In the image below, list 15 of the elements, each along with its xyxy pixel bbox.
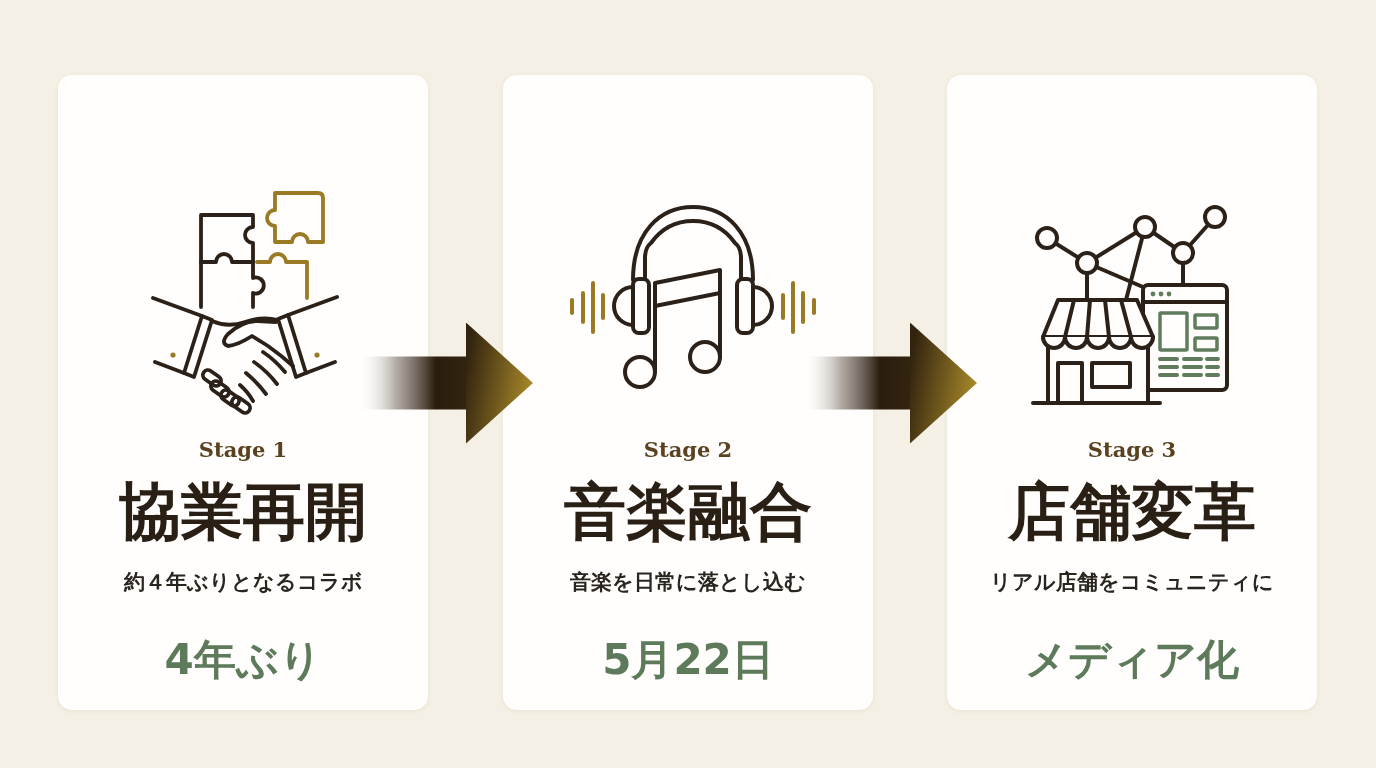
stage-card bbox=[947, 75, 1317, 710]
stage-description: 約４年ぶりとなるコラボ bbox=[123, 569, 363, 595]
key-figure: メディア化 bbox=[1025, 635, 1239, 685]
stage-description: リアル店舗をコミュニティに bbox=[990, 569, 1274, 595]
stage-title: 音楽融合 bbox=[564, 476, 812, 548]
key-figure: 5月22日 bbox=[602, 635, 774, 685]
stage-card bbox=[58, 75, 428, 710]
stage-title: 協業再開 bbox=[119, 476, 367, 548]
stage-label: Stage 2 bbox=[643, 437, 733, 463]
stage-label: Stage 1 bbox=[198, 437, 288, 463]
key-figure: 4年ぶり bbox=[164, 635, 322, 685]
stage-label: Stage 3 bbox=[1087, 437, 1177, 463]
stage-description: 音楽を日常に落とし込む bbox=[570, 569, 806, 595]
stage-title: 店舗変革 bbox=[1008, 476, 1256, 548]
stage-card bbox=[503, 75, 873, 710]
